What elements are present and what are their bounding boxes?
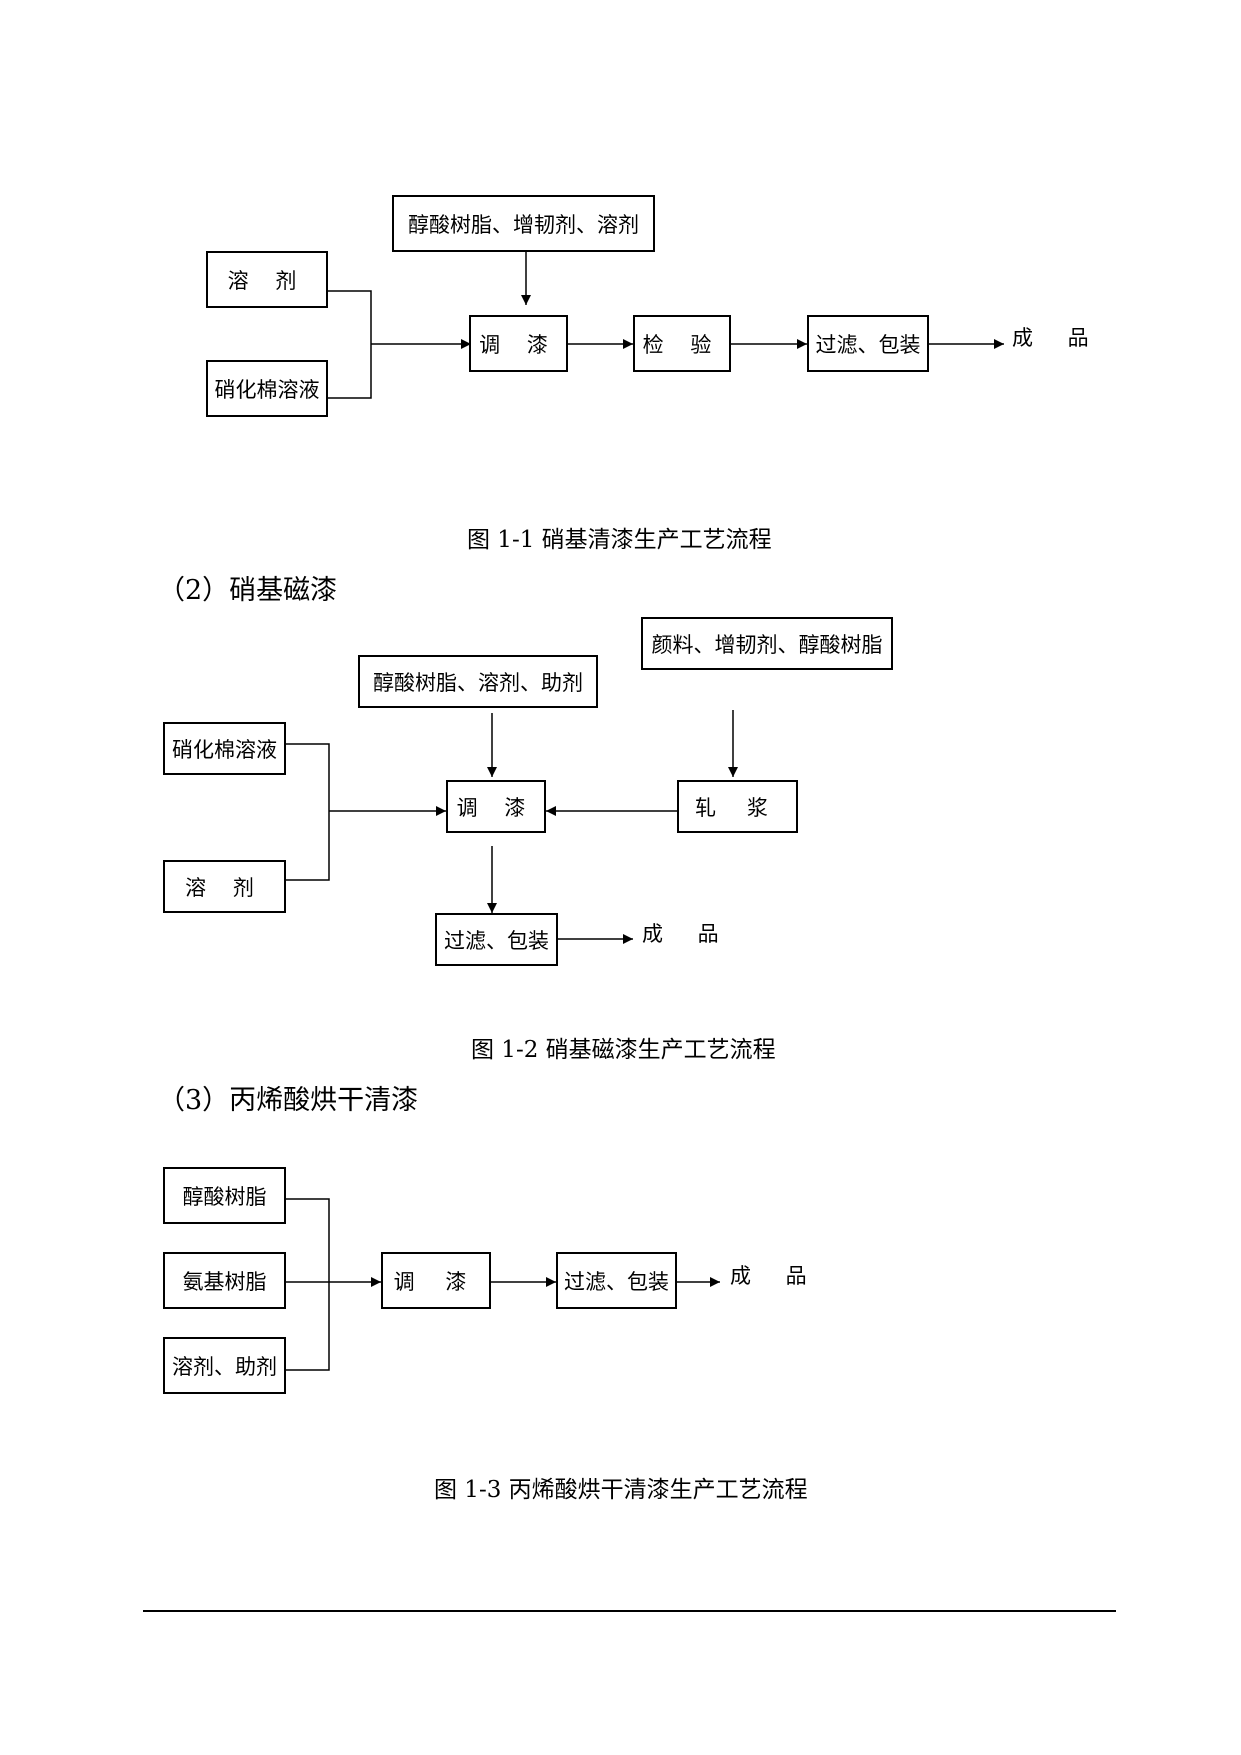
fig2-heading: （2）硝基磁漆 — [158, 575, 338, 606]
fig1-caption: 图 1-1 硝基清漆生产工艺流程 — [467, 527, 772, 553]
fig3-caption: 图 1-3 丙烯酸烘干清漆生产工艺流程 — [434, 1477, 808, 1503]
fig1-mix-box: 调 漆 — [469, 315, 568, 372]
fig3-product-label: 成 品 — [730, 1264, 821, 1288]
fig2-raw-right-box: 颜料、增韧剂、醇酸树脂 — [641, 617, 893, 670]
fig1-inspect-label: 检 验 — [642, 332, 722, 357]
fig2-nitrocellulose-label: 硝化棉溶液 — [172, 737, 277, 762]
fig1-raw-materials-box: 醇酸树脂、增韧剂、溶剂 — [392, 195, 655, 252]
fig2-nitrocellulose-box: 硝化棉溶液 — [163, 722, 286, 775]
fig1-filter-label: 过滤、包装 — [815, 332, 921, 357]
fig1-nitrocellulose-label: 硝化棉溶液 — [214, 377, 320, 402]
fig2-bracket — [286, 743, 330, 881]
fig2-raw-mid-box: 醇酸树脂、溶剂、助剂 — [358, 655, 598, 708]
fig1-inspect-box: 检 验 — [633, 315, 731, 372]
fig2-raw-mid-label: 醇酸树脂、溶剂、助剂 — [373, 670, 583, 695]
fig1-mix-label: 调 漆 — [479, 332, 558, 357]
fig3-filter-box: 过滤、包装 — [556, 1252, 677, 1309]
fig1-solvent-box: 溶 剂 — [206, 251, 328, 308]
fig2-grind-box: 轧 浆 — [677, 780, 798, 833]
fig3-bracket — [286, 1198, 330, 1371]
fig2-grind-label: 轧 浆 — [695, 795, 780, 820]
fig2-filter-label: 过滤、包装 — [444, 928, 549, 953]
fig3-filter-label: 过滤、包装 — [564, 1269, 669, 1294]
fig2-product-label: 成 品 — [642, 922, 733, 946]
fig1-solvent-label: 溶 剂 — [227, 268, 307, 293]
fig3-mix-label: 调 漆 — [393, 1269, 479, 1294]
fig2-raw-right-label: 颜料、增韧剂、醇酸树脂 — [651, 632, 883, 657]
fig3-alkyd-label: 醇酸树脂 — [182, 1184, 267, 1209]
fig2-solvent-box: 溶 剂 — [163, 860, 286, 913]
fig3-mix-box: 调 漆 — [381, 1252, 491, 1309]
fig2-mix-label: 调 漆 — [456, 795, 536, 820]
fig3-alkyd-box: 醇酸树脂 — [163, 1167, 286, 1224]
fig2-mix-box: 调 漆 — [446, 780, 546, 833]
fig3-solvent-aux-label: 溶剂、助剂 — [172, 1354, 277, 1379]
fig3-amino-box: 氨基树脂 — [163, 1252, 286, 1309]
fig1-bracket — [328, 290, 372, 399]
fig2-caption: 图 1-2 硝基磁漆生产工艺流程 — [471, 1037, 776, 1063]
fig3-solvent-aux-box: 溶剂、助剂 — [163, 1337, 286, 1394]
fig3-heading: （3）丙烯酸烘干清漆 — [158, 1085, 419, 1116]
fig2-solvent-label: 溶 剂 — [185, 875, 264, 900]
fig1-raw-materials-label: 醇酸树脂、增韧剂、溶剂 — [408, 212, 639, 237]
fig1-product-label: 成 品 — [1012, 326, 1103, 350]
fig1-filter-box: 过滤、包装 — [807, 315, 929, 372]
fig2-filter-box: 过滤、包装 — [435, 913, 558, 966]
fig1-nitrocellulose-box: 硝化棉溶液 — [206, 360, 328, 417]
fig3-amino-label: 氨基树脂 — [182, 1269, 267, 1294]
